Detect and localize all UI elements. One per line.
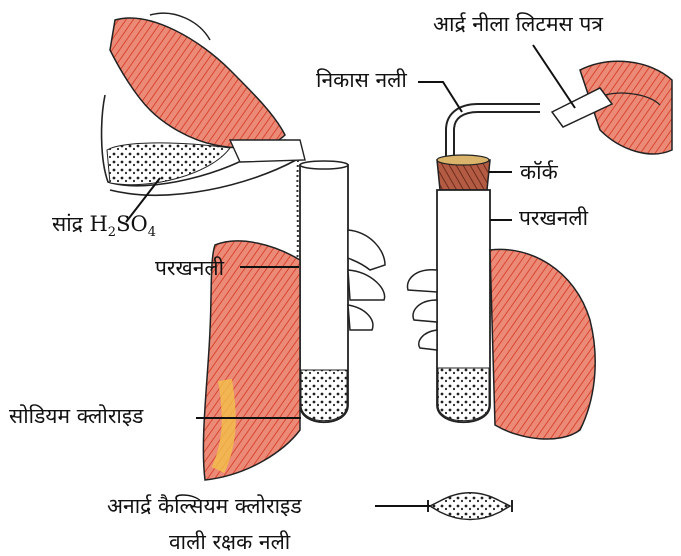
label-guard-tube-line1: अनार्द्र कैल्सियम क्लोराइड xyxy=(107,496,302,517)
leader-delivery-tube xyxy=(418,82,462,112)
leader-litmus xyxy=(533,45,575,108)
left-test-tube xyxy=(300,161,348,422)
right-hand xyxy=(407,249,595,439)
label-guard-tube-line2: वाली रक्षक नली xyxy=(169,532,290,553)
acid-formula: H2SO4 xyxy=(89,212,156,236)
label-test-tube-left: परखनली xyxy=(155,258,224,279)
sodium-chloride-solid xyxy=(301,370,347,421)
label-concentrated-acid: सांद्र H2SO4 xyxy=(52,214,156,239)
tube-residue xyxy=(438,368,489,421)
label-cork: कॉर्क xyxy=(520,162,558,183)
label-sodium-chloride: सोडियम क्लोराइड xyxy=(9,406,143,427)
cork-stopper xyxy=(437,155,490,190)
pouring-hand xyxy=(110,13,285,148)
label-delivery-tube: निकास नली xyxy=(316,70,407,91)
label-test-tube-right: परखनली xyxy=(519,208,588,229)
right-test-tube xyxy=(437,190,490,422)
guard-tube xyxy=(428,493,512,520)
label-wet-blue-litmus: आर्द्र नीला लिटमस पत्र xyxy=(433,14,603,35)
label-concentrated-prefix: सांद्र xyxy=(52,212,89,236)
